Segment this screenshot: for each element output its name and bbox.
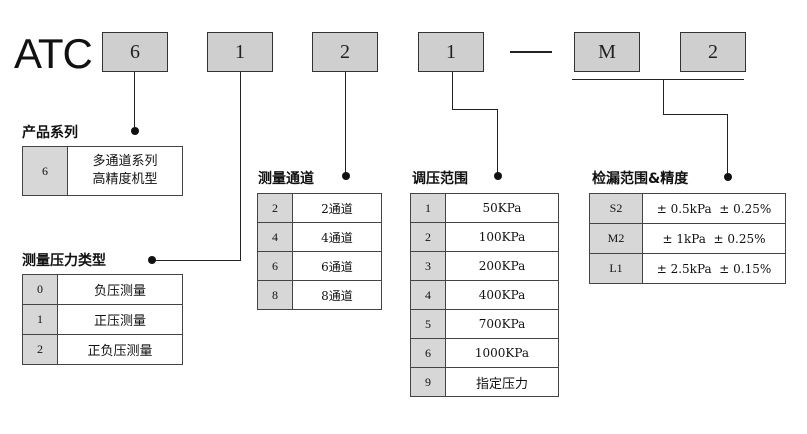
table-row: 1 50KPa: [410, 193, 559, 223]
pressure-type-desc: 正负压测量: [57, 334, 183, 365]
connector-dot-pressure-type: [148, 256, 156, 264]
connector-pressure-type-vertical: [240, 72, 241, 261]
connector-leak-b: [663, 114, 728, 115]
code-box-regulation: 1: [418, 32, 484, 72]
table-row: 6 多通道系列 高精度机型: [22, 146, 183, 196]
table-row: 4 400KPa: [410, 280, 559, 310]
table-row: 8 8通道: [257, 280, 382, 310]
regulation-code: 9: [410, 367, 446, 397]
connector-regulation-a: [452, 72, 453, 110]
channels-desc: 2通道: [292, 193, 382, 223]
code-box-pressure-type: 1: [207, 32, 273, 72]
regulation-code: 2: [410, 222, 446, 252]
channels-code: 4: [257, 222, 293, 252]
pressure-type-code: 1: [22, 304, 58, 335]
connector-series: [134, 72, 135, 130]
regulation-desc: 100KPa: [445, 222, 559, 252]
regulation-desc: 700KPa: [445, 309, 559, 339]
leak-range-code: S2: [589, 193, 643, 224]
channels-desc: 6通道: [292, 251, 382, 281]
table-row: 3 200KPa: [410, 251, 559, 281]
channels-table: 2 2通道 4 4通道 6 6通道 8 8通道: [257, 193, 382, 310]
table-row: 0 负压测量: [22, 274, 183, 305]
leak-range-desc: ± 0.5kPa ± 0.25%: [642, 193, 786, 224]
code-box-series: 6: [102, 32, 168, 72]
channels-desc: 8通道: [292, 280, 382, 310]
connector-dot-channels: [342, 172, 350, 180]
pressure-type-table: 0 负压测量 1 正压测量 2 正负压测量: [22, 274, 183, 365]
regulation-title: 调压范围: [412, 171, 468, 187]
connector-regulation-b: [452, 109, 498, 110]
table-row: 1 正压测量: [22, 304, 183, 335]
regulation-desc: 1000KPa: [445, 338, 559, 368]
regulation-table: 1 50KPa 2 100KPa 3 200KPa 4 400KPa 5 700…: [410, 193, 559, 397]
regulation-desc: 400KPa: [445, 280, 559, 310]
regulation-desc: 50KPa: [445, 193, 559, 223]
series-desc: 多通道系列 高精度机型: [67, 146, 183, 196]
table-row: 2 正负压测量: [22, 334, 183, 365]
code-separator-dash: [510, 51, 552, 53]
connector-leak-a: [663, 79, 664, 115]
channels-title: 测量通道: [258, 171, 314, 187]
regulation-code: 3: [410, 251, 446, 281]
table-row: M2 ± 1kPa ± 0.25%: [589, 223, 786, 254]
table-row: 6 1000KPa: [410, 338, 559, 368]
connector-leak-c: [727, 114, 728, 176]
code-box-leak-range: M: [574, 32, 640, 72]
leak-range-code: L1: [589, 253, 643, 284]
connector-dot-leak: [724, 173, 732, 181]
leak-range-desc: ± 1kPa ± 0.25%: [642, 223, 786, 254]
leak-range-desc: ± 2.5kPa ± 0.15%: [642, 253, 786, 284]
table-row: S2 ± 0.5kPa ± 0.25%: [589, 193, 786, 224]
pressure-type-code: 2: [22, 334, 58, 365]
series-table: 6 多通道系列 高精度机型: [22, 146, 183, 196]
regulation-code: 1: [410, 193, 446, 223]
regulation-desc: 200KPa: [445, 251, 559, 281]
channels-code: 8: [257, 280, 293, 310]
code-box-leak-precision: 2: [680, 32, 746, 72]
regulation-code: 5: [410, 309, 446, 339]
connector-regulation-c: [497, 109, 498, 175]
table-row: 2 2通道: [257, 193, 382, 223]
table-row: 9 指定压力: [410, 367, 559, 397]
connector-leak-bracket: [572, 79, 744, 80]
regulation-desc: 指定压力: [445, 367, 559, 397]
regulation-code: 6: [410, 338, 446, 368]
table-row: 6 6通道: [257, 251, 382, 281]
table-row: 2 100KPa: [410, 222, 559, 252]
leak-range-code: M2: [589, 223, 643, 254]
regulation-code: 4: [410, 280, 446, 310]
connector-dot-series: [131, 127, 139, 135]
series-title: 产品系列: [22, 125, 78, 141]
leak-range-table: S2 ± 0.5kPa ± 0.25% M2 ± 1kPa ± 0.25% L1…: [589, 193, 786, 284]
connector-pressure-type-horizontal: [154, 260, 241, 261]
pressure-type-title: 测量压力类型: [22, 253, 106, 269]
connector-channels: [345, 72, 346, 174]
series-code: 6: [22, 146, 68, 196]
leak-range-title: 检漏范围&精度: [592, 171, 689, 187]
table-row: 5 700KPa: [410, 309, 559, 339]
channels-desc: 4通道: [292, 222, 382, 252]
pressure-type-code: 0: [22, 274, 58, 305]
pressure-type-desc: 正压测量: [57, 304, 183, 335]
table-row: L1 ± 2.5kPa ± 0.15%: [589, 253, 786, 284]
channels-code: 6: [257, 251, 293, 281]
code-box-channels: 2: [312, 32, 378, 72]
channels-code: 2: [257, 193, 293, 223]
pressure-type-desc: 负压测量: [57, 274, 183, 305]
table-row: 4 4通道: [257, 222, 382, 252]
brand-label: ATC: [14, 30, 93, 77]
connector-dot-regulation: [494, 172, 502, 180]
